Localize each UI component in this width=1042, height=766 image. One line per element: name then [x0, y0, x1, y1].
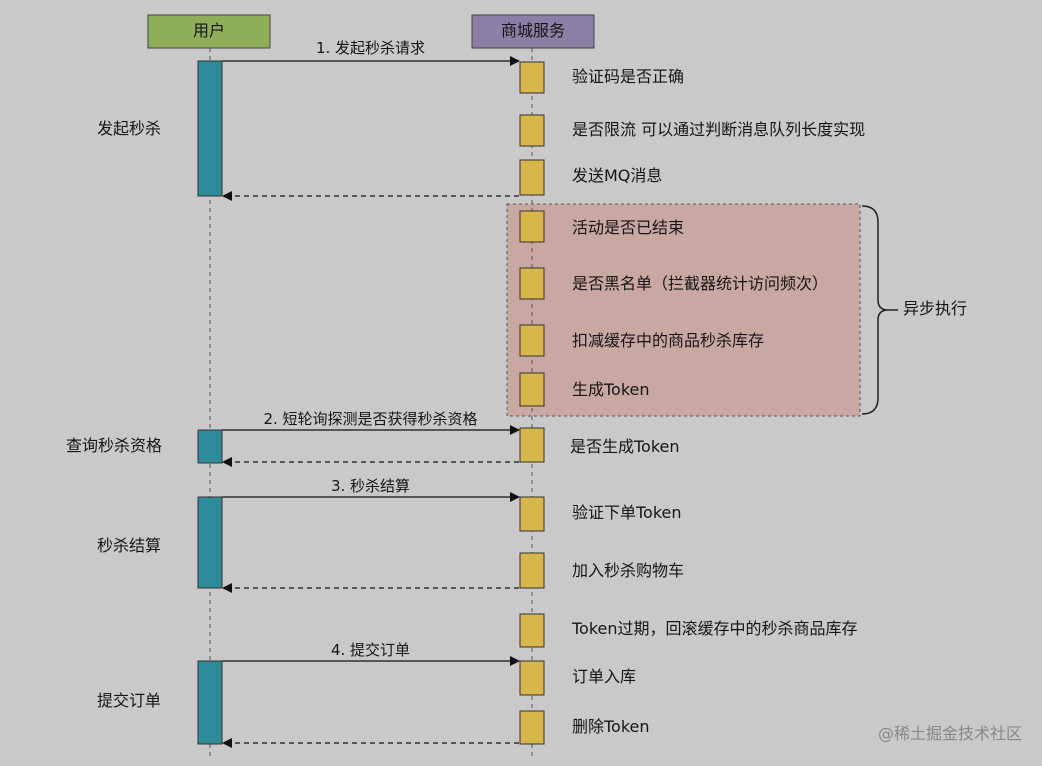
service-participant-label: 商城服务 — [500, 21, 565, 40]
async-label: 异步执行 — [903, 299, 968, 318]
step-label: 扣减缓存中的商品秒杀库存 — [572, 331, 765, 350]
service-participant-box — [471, 14, 595, 49]
service-activation — [519, 210, 545, 243]
service-activation — [519, 613, 545, 648]
message-label-4: 4. 提交订单 — [330, 641, 411, 659]
message-label-3: 3. 秒杀结算 — [330, 477, 411, 495]
step-label: 验证码是否正确 — [572, 67, 685, 86]
user-activation-submit — [197, 660, 223, 745]
step-label: 加入秒杀购物车 — [572, 561, 685, 580]
step-label: 发送MQ消息 — [572, 166, 663, 185]
user-activation-query — [197, 429, 223, 464]
service-activation — [519, 660, 545, 696]
step-label: 活动是否已结束 — [572, 218, 685, 237]
service-activation — [519, 552, 545, 589]
service-activation — [519, 496, 545, 532]
step-label: 是否黑名单（拦截器统计访问频次） — [572, 274, 829, 293]
user-activation-launch — [197, 60, 223, 197]
step-label: 验证下单Token — [572, 503, 682, 522]
step-label: 订单入库 — [572, 667, 637, 686]
service-activation — [519, 114, 545, 147]
phase-label-submit: 提交订单 — [97, 691, 162, 710]
step-label: 是否生成Token — [570, 437, 680, 456]
async-brace — [861, 205, 889, 415]
step-label: 是否限流 可以通过判断消息队列长度实现 — [572, 120, 866, 139]
step-label: 删除Token — [572, 717, 650, 736]
message-label-1: 1. 发起秒杀请求 — [315, 39, 426, 57]
async-region — [506, 203, 861, 417]
phase-label-query: 查询秒杀资格 — [66, 436, 163, 455]
service-activation — [519, 61, 545, 94]
step-label: Token过期，回滚缓存中的秒杀商品库存 — [572, 619, 858, 638]
step-label: 生成Token — [572, 380, 650, 399]
user-participant-label: 用户 — [192, 21, 225, 40]
service-activation — [519, 710, 545, 745]
service-activation — [519, 324, 545, 357]
phase-label-settle: 秒杀结算 — [97, 536, 162, 555]
service-activation — [519, 159, 545, 196]
user-activation-settle — [197, 496, 223, 589]
message-label-2: 2. 短轮询探测是否获得秒杀资格 — [263, 410, 478, 428]
user-participant-box — [147, 14, 271, 49]
watermark: @稀土掘金技术社区 — [877, 724, 1022, 743]
service-activation — [519, 267, 545, 300]
service-activation — [519, 427, 545, 463]
phase-label-launch: 发起秒杀 — [97, 119, 162, 138]
service-activation — [519, 372, 545, 407]
